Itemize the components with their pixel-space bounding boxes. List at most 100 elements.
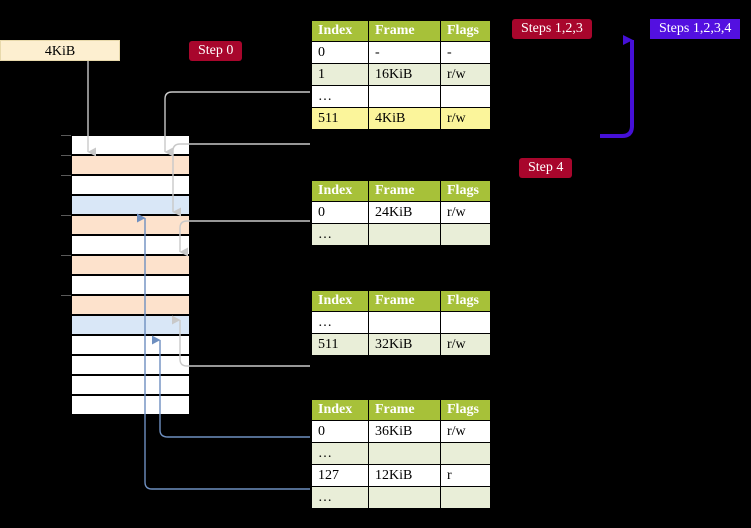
cell-frame: 4KiB — [368, 107, 441, 130]
badge-steps-1-2-3: Steps 1,2,3 — [512, 19, 592, 39]
cell-index: 0 — [311, 420, 369, 443]
cell-index: … — [311, 85, 369, 108]
cell-flags — [440, 85, 491, 108]
cell-index: 1 — [311, 63, 369, 86]
column-header-index: Index — [311, 290, 369, 312]
memory-frame-row — [71, 175, 190, 195]
cell-frame — [368, 442, 441, 465]
cell-flags: r/w — [440, 63, 491, 86]
column-header-frame: Frame — [368, 290, 441, 312]
wire-table2-row511-to-memory — [172, 315, 310, 367]
cell-frame: 12KiB — [368, 464, 441, 487]
cell-index: 511 — [311, 333, 369, 356]
table-row: 0-- — [311, 41, 491, 64]
cell-flags: - — [440, 41, 491, 64]
column-header-frame: Frame — [368, 20, 441, 42]
memory-frame-row — [71, 215, 190, 235]
memory-frame-row — [71, 255, 190, 275]
cell-frame: 24KiB — [368, 201, 441, 224]
table-row: … — [311, 486, 491, 509]
column-header-flags: Flags — [440, 180, 491, 202]
table-header-row: Index Frame Flags — [311, 20, 491, 42]
cell-flags: r/w — [440, 420, 491, 443]
table-row: … — [311, 442, 491, 465]
memory-frame-row — [71, 315, 190, 335]
cell-index: 511 — [311, 107, 369, 130]
size-label-4kib: 4KiB — [0, 40, 120, 61]
physical-memory-column — [61, 135, 190, 415]
memory-tick-mark — [61, 295, 71, 296]
cell-frame — [368, 311, 441, 334]
memory-frame-row — [71, 235, 190, 255]
cell-frame: 16KiB — [368, 63, 441, 86]
table-header-row: Index Frame Flags — [311, 399, 491, 421]
table-row: … — [311, 311, 491, 334]
badge-step-0: Step 0 — [189, 41, 243, 61]
memory-tick-mark — [61, 175, 71, 176]
cell-frame: 32KiB — [368, 333, 441, 356]
column-header-index: Index — [311, 180, 369, 202]
cell-index: … — [311, 486, 369, 509]
table-row: … — [311, 85, 491, 108]
memory-frame-row — [71, 275, 190, 295]
memory-frame-row — [71, 375, 190, 395]
wire-steps-return-arrow — [600, 35, 634, 138]
table-header-row: Index Frame Flags — [311, 180, 491, 202]
memory-frame-row — [71, 135, 190, 155]
cell-flags — [440, 223, 491, 246]
cell-flags: r/w — [440, 107, 491, 130]
memory-frame-row — [71, 335, 190, 355]
column-header-index: Index — [311, 20, 369, 42]
memory-tick-mark — [61, 155, 71, 156]
badge-steps-1-2-3-4: Steps 1,2,3,4 — [650, 19, 741, 39]
wire-table1-row0-to-memory — [179, 220, 310, 257]
cell-index: 0 — [311, 201, 369, 224]
cell-flags — [440, 486, 491, 509]
memory-frame-row — [71, 355, 190, 375]
table-row: … — [311, 223, 491, 246]
memory-tick-mark — [61, 215, 71, 216]
wire-table0-row511-to-memory — [172, 143, 310, 217]
column-header-flags: Flags — [440, 290, 491, 312]
column-header-index: Index — [311, 399, 369, 421]
column-header-frame: Frame — [368, 180, 441, 202]
cell-flags: r/w — [440, 201, 491, 224]
badge-step-4: Step 4 — [519, 158, 573, 178]
column-header-flags: Flags — [440, 20, 491, 42]
memory-frame-row — [71, 155, 190, 175]
cell-flags — [440, 442, 491, 465]
column-header-flags: Flags — [440, 399, 491, 421]
cell-flags: r/w — [440, 333, 491, 356]
memory-frame-row — [71, 295, 190, 315]
cell-frame: - — [368, 41, 441, 64]
column-header-frame: Frame — [368, 399, 441, 421]
cell-index: … — [311, 223, 369, 246]
memory-frame-row — [71, 395, 190, 415]
cell-index: 127 — [311, 464, 369, 487]
cell-frame: 36KiB — [368, 420, 441, 443]
cell-frame — [368, 486, 441, 509]
memory-frame-row — [71, 195, 190, 215]
cell-flags — [440, 311, 491, 334]
table-header-row: Index Frame Flags — [311, 290, 491, 312]
cell-frame — [368, 223, 441, 246]
memory-tick-mark — [61, 135, 71, 136]
memory-tick-mark — [61, 255, 71, 256]
cell-index: … — [311, 442, 369, 465]
cell-index: … — [311, 311, 369, 334]
cell-flags: r — [440, 464, 491, 487]
cell-frame — [368, 85, 441, 108]
